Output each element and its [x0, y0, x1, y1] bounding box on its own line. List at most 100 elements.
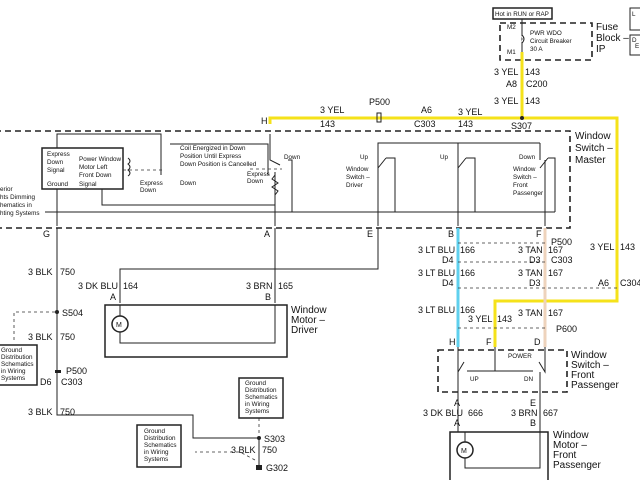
driver-motor-box [104, 304, 288, 358]
passenger-motor-wires [457, 400, 541, 432]
svg-text:Ground: Ground [1, 347, 23, 354]
connector-c304: C304 [620, 278, 640, 288]
passenger-switch-circuit [457, 347, 546, 400]
coil-note: Position Until Express [180, 153, 241, 160]
up-label: UP [470, 376, 479, 383]
wire-label: 3 BLK [231, 445, 256, 455]
driver-motor-title: Motor – [291, 315, 325, 326]
fuse-block-title: IP [596, 44, 606, 55]
driver-motor-title: Driver [291, 325, 318, 336]
pin-a: A [454, 398, 460, 408]
coil-icon [127, 157, 131, 177]
wire-label: 3 LT BLU [418, 305, 455, 315]
master-circuit-lines [45, 133, 556, 226]
breaker-label: PWR WDO [530, 30, 562, 37]
ground-wire-750 [56, 228, 379, 467]
wire-circuit: 143 [458, 119, 473, 129]
wire-circuit: 667 [543, 408, 558, 418]
connector-pin: D4 [442, 255, 454, 265]
breaker-rating: 30 A [530, 46, 543, 53]
wire-yel-143 [268, 52, 619, 347]
pin-d: D [534, 337, 541, 347]
dimming-ref: hting Systems [0, 210, 40, 217]
splice-label: S307 [511, 121, 532, 131]
connector-pin: A6 [421, 105, 432, 115]
breaker-label: Circuit Breaker [530, 38, 572, 45]
dimming-ref: hts Dimming [0, 194, 35, 201]
passenger-switch-label: Switch – [513, 174, 537, 181]
module-label: Power Window [79, 156, 121, 163]
splice-label: S303 [264, 434, 285, 444]
ground-g302-icon [256, 465, 262, 470]
connector-pin: D6 [40, 377, 52, 387]
pin-f: F [536, 229, 542, 239]
dimming-ref: erior [0, 186, 13, 193]
connector-pin: H [261, 116, 268, 126]
contact-label: Up [360, 154, 369, 161]
connector-pin: A8 [506, 79, 517, 89]
wire-label: 3 DK BLU [78, 281, 118, 291]
ground-label: G302 [266, 463, 288, 473]
contact-label: Express [140, 180, 163, 187]
svg-text:Systems: Systems [144, 456, 168, 463]
passenger-switch-title: Front [571, 370, 595, 381]
coil-note: Coil Energized in Down [180, 145, 246, 152]
pin-b: B [265, 292, 271, 302]
wire-circuit: 166 [460, 245, 475, 255]
wire-circuit: 750 [60, 332, 75, 342]
wire-label: 3 BRN [511, 408, 538, 418]
wire-label: 3 YEL [494, 96, 518, 106]
svg-text:Schematics: Schematics [245, 394, 278, 401]
master-switch-title: Master [575, 155, 606, 166]
adjacent-box [629, 34, 640, 56]
wire-circuit: 143 [320, 119, 335, 129]
contact-label: Down [519, 154, 536, 161]
wire-circuit: 167 [548, 308, 563, 318]
passenger-switch-label: Front [513, 182, 528, 189]
pin-g: G [43, 229, 50, 239]
passenger-switch-title: Passenger [571, 380, 619, 391]
master-switch-outline [0, 130, 571, 229]
motor-symbol: M [116, 322, 122, 329]
svg-text:Ground: Ground [245, 380, 267, 387]
passenger-switch-label: Window [513, 166, 536, 173]
master-switch-title: Window [575, 131, 611, 142]
module-label: Front Down [79, 172, 112, 179]
connector-pin: D3 [529, 278, 541, 288]
pin-e: E [367, 229, 373, 239]
splice-s504 [55, 310, 59, 314]
fuse-block-outline [499, 22, 593, 61]
passenger-switch-outline [437, 349, 568, 393]
wire-circuit: 167 [548, 245, 563, 255]
connector-c303: C303 [414, 119, 436, 129]
wire-circuit: 166 [460, 305, 475, 315]
module-label: Down [47, 159, 64, 166]
wire-label: 3 TAN [518, 245, 543, 255]
adjacent-box [629, 7, 640, 31]
module-label: Signal [47, 167, 65, 174]
wire-circuit: 164 [123, 281, 138, 291]
wire-label: 3 LT BLU [418, 245, 455, 255]
passenger-switch-label: Passenger [513, 190, 543, 197]
circuit-breaker-icon [521, 34, 525, 44]
passenger-switch-title: Window [571, 350, 607, 361]
passenger-switch-title: Switch – [571, 360, 609, 371]
contact-label: Down [284, 154, 301, 161]
module-label: Signal [79, 181, 97, 188]
connector-p500-icon [55, 370, 61, 373]
contact-label: Express [247, 171, 270, 178]
contact-label: Down [140, 187, 157, 194]
svg-text:Ground: Ground [144, 428, 166, 435]
connector-link [458, 242, 617, 329]
fuse-block-title: Block – [596, 33, 629, 44]
wire-label: 3 LT BLU [418, 268, 455, 278]
edge-label: L [632, 11, 636, 18]
module-label: Ground [47, 181, 69, 188]
contact-label: Down [180, 180, 197, 187]
pin-m2: M2 [507, 24, 516, 31]
wire-label: 3 YEL [494, 67, 518, 77]
connector-p500: P500 [66, 366, 87, 376]
mechanical-link [123, 168, 282, 171]
wire-circuit: 143 [620, 242, 635, 252]
